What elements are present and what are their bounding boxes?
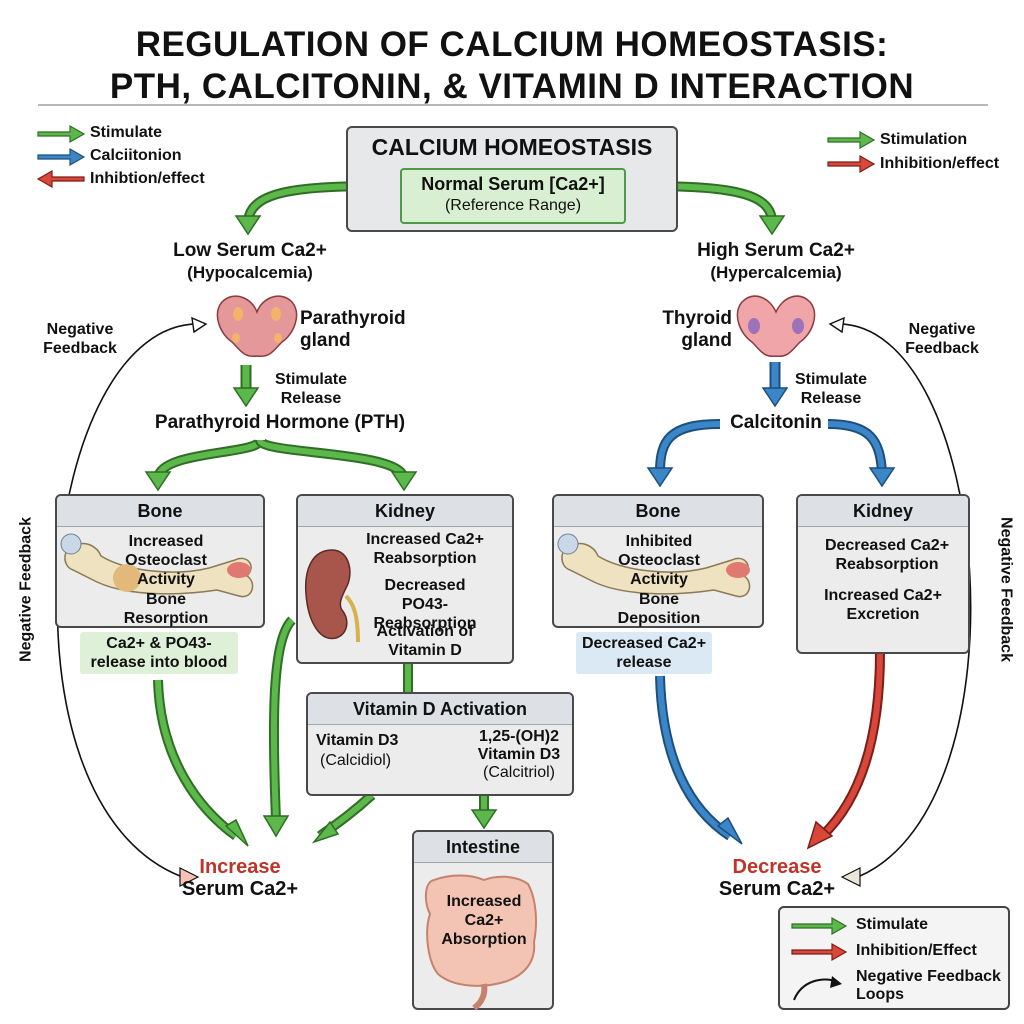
right-negative-feedback-vertical: Negative Feedback — [997, 517, 1015, 662]
right-bone-release: Decreased Ca2+ release — [576, 632, 712, 674]
high-serum-label: High Serum Ca2+ — [697, 240, 855, 261]
left-kidney-item1: Increased Ca2+ Reabsorption — [366, 531, 484, 567]
calcium-homeostasis-box: CALCIUM HOMEOSTASIS Normal Serum [Ca2+] … — [346, 126, 678, 232]
right-kidney-box: Kidney Decreased Ca2+ Reabsorption Incre… — [796, 494, 970, 654]
bottom-legend-feedback: Negative Feedback Loops — [856, 968, 1001, 1003]
left-stimulate-release-label: Stimulate Release — [274, 371, 347, 407]
left-bone-box: Bone Increased Osteoclast Activity Bone … — [55, 494, 265, 628]
right-bone-box: Bone Inhibited Osteoclast Activity Bone … — [552, 494, 764, 628]
right-stimulate-release-label: Stimulate Release — [794, 371, 867, 407]
left-kidney-item3: Activation of Vitamin D — [376, 623, 474, 659]
right-negative-feedback-label: Negative Feedback — [905, 321, 979, 357]
normal-serum-label: Normal Serum [Ca2+] — [421, 174, 605, 194]
vitd-to-line2: Vitamin D3 — [477, 746, 561, 763]
hypocalcemia-label: (Hypocalcemia) — [187, 263, 313, 282]
intestine-icon — [424, 874, 537, 1010]
vitamin-d-activation-box: Vitamin D Activation Vitamin D3 (Calcidi… — [306, 692, 574, 796]
title-divider — [38, 104, 988, 106]
left-kidney-box: Kidney Increased Ca2+ Reabsorption Decre… — [296, 494, 514, 664]
parathyroid-gland-icon — [212, 290, 302, 362]
intestine-head: Intestine — [414, 832, 552, 863]
left-kidney-head: Kidney — [298, 496, 512, 527]
thyroid-gland-label: Thyroid gland — [662, 308, 732, 351]
parathyroid-gland-label: Parathyroid gland — [300, 308, 406, 351]
title-line-1: REGULATION OF CALCIUM HOMEOSTASIS: — [135, 25, 889, 64]
legend-top-right-arrows — [827, 130, 876, 174]
normal-serum-box: Normal Serum [Ca2+] (Reference Range) — [400, 168, 626, 224]
left-negative-feedback-vertical: Negative Feedback — [17, 517, 35, 662]
increase-serum-label: Serum Ca2+ — [181, 878, 299, 900]
right-kidney-item1: Decreased Ca2+ Reabsorption — [824, 537, 950, 573]
legend-stimulate-label: Stimulate — [90, 124, 163, 141]
bottom-legend-inhibition: Inhibition/Effect — [856, 942, 977, 959]
thyroid-gland-icon — [732, 290, 820, 362]
left-bone-release: Ca2+ & PO43- release into blood — [80, 632, 238, 674]
page-title: REGULATION OF CALCIUM HOMEOSTASIS: PTH, … — [0, 24, 1024, 108]
legend-calcitonin-label: Calciitonion — [90, 147, 182, 164]
pth-label: Parathyroid Hormone (PTH) — [154, 412, 406, 433]
left-kidney-item2: Decreased PO43- Reabsorption — [373, 577, 477, 632]
increase-label: Increase — [199, 856, 281, 878]
bottom-legend-stimulate: Stimulate — [856, 916, 929, 933]
left-bone-head: Bone — [57, 496, 263, 527]
center-title: CALCIUM HOMEOSTASIS — [371, 134, 653, 160]
left-bone-line2: Bone Resorption — [123, 591, 209, 627]
vitd-to-line1: 1,25-(OH)2 — [478, 728, 560, 745]
right-bone-line2: Bone Deposition — [617, 591, 701, 627]
intestine-text: Increased Ca2+ Absorption — [441, 893, 527, 948]
hypercalcemia-label: (Hypercalcemia) — [710, 263, 842, 282]
legend-inhibition-effect-label: Inhibition/effect — [880, 155, 1000, 172]
low-serum-label: Low Serum Ca2+ — [173, 240, 327, 261]
bone-icon-right — [557, 533, 751, 598]
reference-range-label: (Reference Range) — [444, 197, 582, 214]
kidney-icon-left — [304, 549, 360, 643]
left-bone-line1: Increased Osteoclast Activity — [125, 533, 207, 588]
vitamin-d-head: Vitamin D Activation — [308, 694, 572, 725]
left-negative-feedback-label: Negative Feedback — [43, 321, 117, 357]
right-bone-line1: Inhibited Osteoclast Activity — [618, 533, 700, 588]
calcitonin-label: Calcitonin — [730, 412, 822, 433]
bone-icon-left — [60, 533, 254, 598]
right-kidney-item2: Increased Ca2+ Excretion — [824, 587, 942, 623]
right-kidney-head: Kidney — [798, 496, 968, 527]
vitd-from-line1: Vitamin D3 — [316, 732, 399, 749]
intestine-box: Intestine Increased Ca2+ Absorption — [412, 830, 554, 1010]
legend-inhibition-label: Inhibtion/effect — [90, 170, 205, 187]
bottom-legend-symbols — [791, 916, 848, 1001]
decrease-label: Decrease — [732, 856, 822, 878]
vitd-from-line2: (Calcidiol) — [320, 752, 392, 769]
legend-top-left-arrows — [36, 124, 86, 189]
vitd-to-line3: (Calcitriol) — [483, 764, 555, 781]
right-bone-head: Bone — [554, 496, 762, 527]
bottom-legend: Stimulate Inhibition/Effect Negative Fee… — [778, 906, 1010, 1010]
decrease-serum-label: Serum Ca2+ — [718, 878, 836, 900]
legend-stimulation-label: Stimulation — [880, 131, 968, 148]
title-line-2: PTH, CALCITONIN, & VITAMIN D INTERACTION — [109, 67, 915, 106]
